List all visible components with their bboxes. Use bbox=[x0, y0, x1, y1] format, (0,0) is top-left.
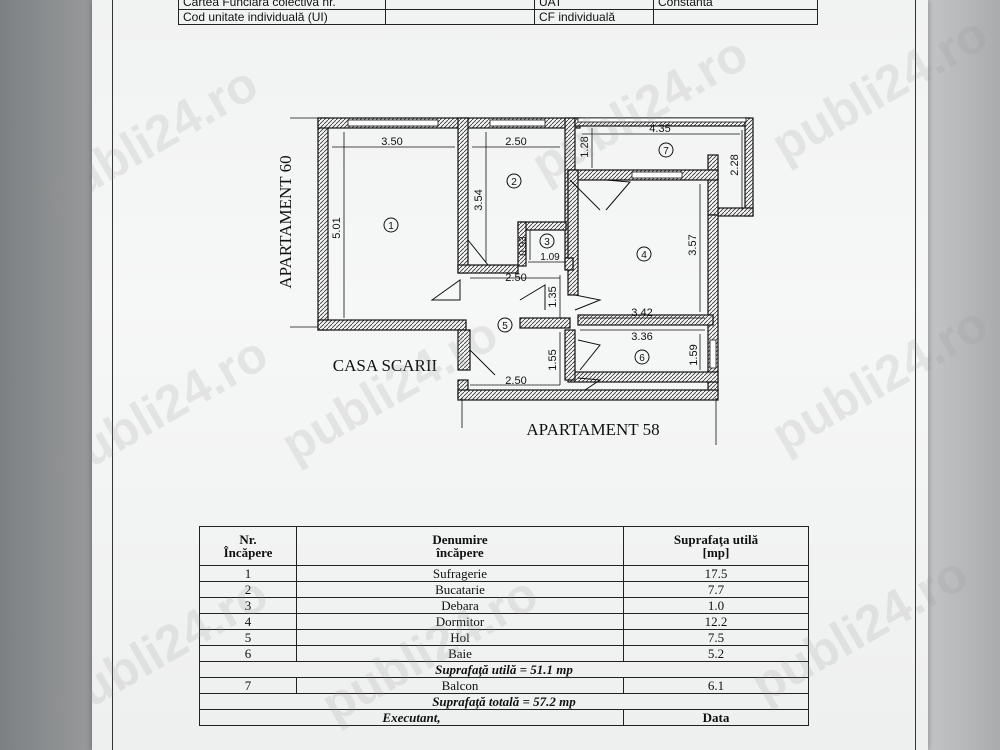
table-row: 6 Baie 5.2 bbox=[199, 645, 809, 662]
grand-total-row: Suprafaţă totală = 57.2 mp bbox=[199, 693, 809, 710]
room-number-4: 4 bbox=[641, 250, 647, 261]
dim-r4-height: 3.57 bbox=[687, 234, 699, 255]
table-row: 3 Debara 1.0 bbox=[199, 597, 809, 614]
table-row: 2 Bucatarie 7.7 bbox=[199, 581, 809, 598]
room-name: Debara bbox=[296, 597, 624, 614]
doors bbox=[430, 179, 632, 391]
dim-r6-height: 1.59 bbox=[688, 344, 700, 365]
page-frame-right bbox=[915, 0, 916, 750]
room-name: Baie bbox=[296, 645, 624, 662]
room-marker-3 bbox=[539, 233, 555, 249]
dim-r7-side: 1.28 bbox=[579, 136, 591, 157]
room-nr: 5 bbox=[199, 629, 297, 646]
room-number-7: 7 bbox=[663, 146, 669, 157]
dim-r5-width-top: 2.50 bbox=[505, 272, 526, 284]
room-area: 12.2 bbox=[623, 613, 809, 630]
dim-r4-width: 3.42 bbox=[631, 307, 652, 319]
balcony-name: Balcon bbox=[296, 677, 624, 694]
windows bbox=[347, 117, 747, 369]
neighbor-labels: APARTAMENT 60 CASA SCARII APARTAMENT 58 bbox=[276, 155, 660, 439]
header-name: Denumire încăpere bbox=[296, 526, 624, 566]
room-name: Sufragerie bbox=[296, 565, 624, 582]
floor-plan: 1 2 3 4 5 6 7 3.50 5.01 2.50 3.54 0.93 1… bbox=[276, 117, 754, 445]
dim-r3-width: 1.09 bbox=[540, 252, 560, 263]
neighbor-bottom-label: APARTAMENT 58 bbox=[526, 420, 659, 439]
dim-r6-width: 3.36 bbox=[631, 331, 652, 343]
footer-row: Executant, Data bbox=[199, 709, 809, 726]
room-nr: 4 bbox=[199, 613, 297, 630]
room-nr: 6 bbox=[199, 645, 297, 662]
useful-total-row: Suprafaţă utilă = 51.1 mp bbox=[199, 661, 809, 678]
room-area: 5.2 bbox=[623, 645, 809, 662]
room-nr: 3 bbox=[199, 597, 297, 614]
room-area: 17.5 bbox=[623, 565, 809, 582]
room-marker-4 bbox=[636, 246, 652, 262]
stairwell-label: CASA SCARII bbox=[333, 356, 438, 375]
room-marker-2 bbox=[506, 173, 522, 189]
balcony-nr: 7 bbox=[199, 677, 297, 694]
room-area: 1.0 bbox=[623, 597, 809, 614]
room-number-5: 5 bbox=[502, 321, 508, 332]
dim-r5-width-bottom: 2.50 bbox=[505, 375, 526, 387]
room-nr: 1 bbox=[199, 565, 297, 582]
room-number-6: 6 bbox=[639, 353, 645, 364]
page-frame-left bbox=[112, 0, 113, 750]
info-row: Cod unitate individuală (UI) CF individu… bbox=[178, 9, 818, 25]
cf-individuala-value bbox=[653, 9, 818, 25]
table-header-row: Nr. Încăpere Denumire încăpere Suprafaţa… bbox=[199, 526, 809, 566]
room-markers bbox=[383, 142, 674, 365]
room-name: Bucatarie bbox=[296, 581, 624, 598]
dim-r7-width: 4.35 bbox=[649, 123, 670, 135]
table-row: 1 Sufragerie 17.5 bbox=[199, 565, 809, 582]
room-marker-7 bbox=[658, 142, 674, 158]
room-number-2: 2 bbox=[511, 177, 517, 188]
header-area: Suprafaţa utilă [mp] bbox=[623, 526, 809, 566]
room-nr: 2 bbox=[199, 581, 297, 598]
dim-r3-height: 0.93 bbox=[518, 236, 529, 256]
header-nr: Nr. Încăpere bbox=[199, 526, 297, 566]
room-marker-6 bbox=[634, 349, 650, 365]
dim-r1-height: 5.01 bbox=[331, 217, 343, 238]
background-left bbox=[0, 0, 100, 750]
table-row: 5 Hol 7.5 bbox=[199, 629, 809, 646]
dimension-lines bbox=[290, 117, 743, 445]
dim-r2-width: 2.50 bbox=[505, 136, 526, 148]
room-area: 7.5 bbox=[623, 629, 809, 646]
grand-total: Suprafaţă totală = 57.2 mp bbox=[199, 693, 809, 710]
room-number-3: 3 bbox=[544, 237, 550, 248]
room-marker-5 bbox=[497, 317, 513, 333]
room-number-1: 1 bbox=[388, 221, 394, 232]
table-row: 4 Dormitor 12.2 bbox=[199, 613, 809, 630]
cadastral-info-table: Cartea Funciară colectivă nr. UAT Consta… bbox=[178, 0, 818, 25]
cod-ui-label: Cod unitate individuală (UI) bbox=[178, 9, 386, 25]
dimension-labels: 3.50 5.01 2.50 3.54 0.93 1.09 4.35 1.28 … bbox=[331, 123, 741, 387]
room-area: 7.7 bbox=[623, 581, 809, 598]
dim-r5-depth: 1.55 bbox=[547, 349, 559, 370]
executant-label: Executant, bbox=[199, 709, 624, 726]
useful-total: Suprafaţă utilă = 51.1 mp bbox=[199, 661, 809, 678]
cf-individuala-label: CF individuală bbox=[534, 9, 654, 25]
table-row: 7 Balcon 6.1 bbox=[199, 677, 809, 694]
dim-r1-width: 3.50 bbox=[381, 136, 402, 148]
room-area-table: Nr. Încăpere Denumire încăpere Suprafaţa… bbox=[199, 526, 809, 726]
neighbor-left-label: APARTAMENT 60 bbox=[276, 155, 295, 288]
dim-r5-gap: 1.35 bbox=[547, 286, 559, 307]
room-numbers: 1 2 3 4 5 6 7 bbox=[388, 146, 669, 364]
dim-r7-height: 2.28 bbox=[729, 154, 741, 175]
room-name: Dormitor bbox=[296, 613, 624, 630]
room-name: Hol bbox=[296, 629, 624, 646]
room-marker-1 bbox=[383, 217, 399, 233]
balcony-area: 6.1 bbox=[623, 677, 809, 694]
dim-r2-height: 3.54 bbox=[473, 189, 485, 210]
data-label: Data bbox=[623, 709, 809, 726]
